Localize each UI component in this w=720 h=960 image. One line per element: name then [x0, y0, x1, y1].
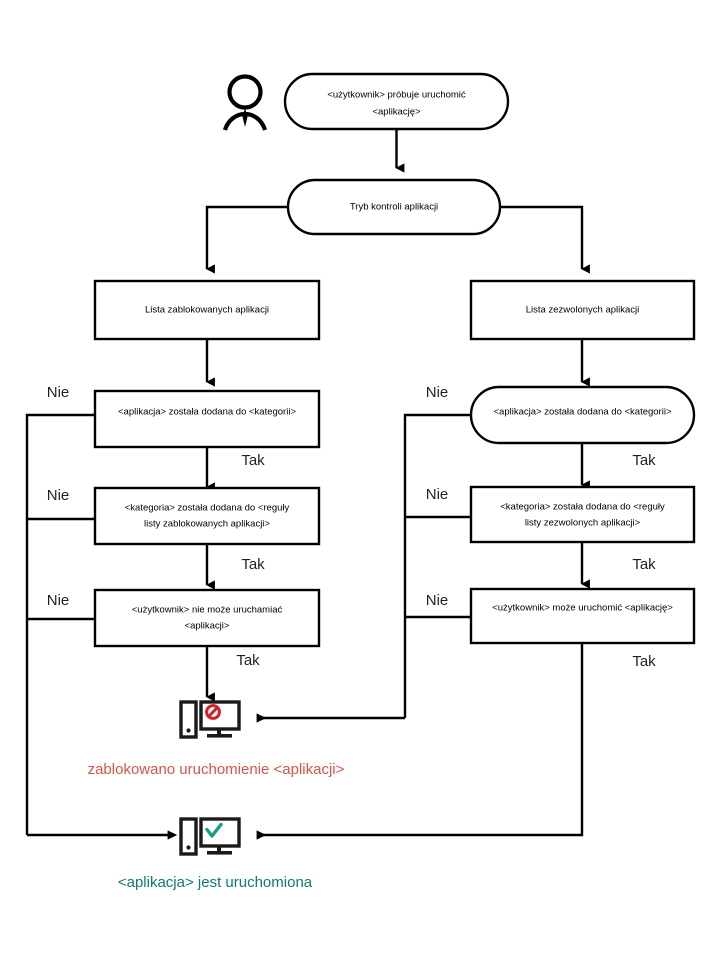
- edge-right-no-1: [403, 413, 471, 718]
- edge-right-yes-3-to-allowed: [256, 643, 584, 840]
- edge-label-right-yes-2: Tak: [632, 556, 656, 573]
- node-allow-user-can-run: <użytkownik> może uruchomić <aplikację>: [469, 587, 696, 645]
- edge-label-right-no-2: Nie: [426, 486, 449, 503]
- monitor-allowed-icon: [179, 817, 241, 856]
- edge-label-right-yes-3: Tak: [632, 653, 656, 670]
- outcome-blocked-text: zablokowano uruchomienie <aplikacji>: [88, 761, 345, 778]
- edge-label-right-no-3: Nie: [426, 592, 449, 609]
- node-mode-label: Tryb kontroli aplikacji: [350, 202, 438, 213]
- edge-mode-to-denylist: [205, 205, 288, 274]
- edge-label-left-no-3: Nie: [47, 592, 70, 609]
- user-actor-icon: [222, 74, 268, 131]
- node-allowlist-label: Lista zezwolonych aplikacji: [526, 305, 640, 316]
- node-start: <użytkownik> próbuje uruchomić <aplikacj…: [283, 72, 510, 131]
- node-start-line-2: <aplikację>: [372, 107, 421, 118]
- node-deny-category-in-rule-line-1: <kategoria> została dodana do <reguły: [125, 503, 290, 514]
- node-deny-app-in-category-label: <aplikacja> została dodana do <kategorii…: [118, 407, 296, 418]
- node-deny-user-cannot-run-line-2: <aplikacji>: [185, 621, 230, 632]
- node-allow-category-in-rule: <kategoria> została dodana do <reguły li…: [469, 485, 696, 544]
- edge-label-left-yes-2: Tak: [241, 556, 265, 573]
- node-allow-user-can-run-label: <użytkownik> może uruchomić <aplikację>: [492, 603, 673, 614]
- node-denylist: Lista zablokowanych aplikacji: [93, 279, 321, 341]
- node-deny-app-in-category: <aplikacja> została dodana do <kategorii…: [93, 389, 321, 449]
- node-mode: Tryb kontroli aplikacji: [286, 178, 502, 236]
- monitor-blocked-icon: [179, 700, 241, 739]
- node-allowlist: Lista zezwolonych aplikacji: [469, 279, 696, 341]
- node-allow-app-in-category-label: <aplikacja> została dodana do <kategorii…: [494, 407, 672, 418]
- node-deny-category-in-rule: <kategoria> została dodana do <reguły li…: [93, 486, 321, 546]
- edge-label-left-no-2: Nie: [47, 487, 70, 504]
- edge-label-right-no-1: Nie: [426, 384, 449, 401]
- node-deny-user-cannot-run: <użytkownik> nie może uruchamiać <aplika…: [93, 588, 321, 648]
- node-allow-app-in-category: <aplikacja> została dodana do <kategorii…: [469, 385, 696, 445]
- edge-label-left-no-1: Nie: [47, 384, 70, 401]
- edge-label-left-yes-1: Tak: [241, 452, 265, 469]
- outcome-allowed-text: <aplikacja> jest uruchomiona: [118, 874, 313, 891]
- edge-label-left-yes-3: Tak: [236, 652, 260, 669]
- node-allow-category-in-rule-line-2: listy zezwolonych aplikacji>: [525, 518, 641, 529]
- node-allow-category-in-rule-line-1: <kategoria> została dodana do <reguły: [500, 502, 665, 513]
- node-deny-user-cannot-run-line-1: <użytkownik> nie może uruchamiać: [132, 605, 283, 616]
- node-deny-category-in-rule-line-2: listy zablokowanych aplikacji>: [144, 519, 270, 530]
- edge-mode-to-allowlist: [500, 205, 590, 274]
- node-start-line-1: <użytkownik> próbuje uruchomić: [327, 90, 466, 101]
- edge-label-right-yes-1: Tak: [632, 452, 656, 469]
- node-denylist-label: Lista zablokowanych aplikacji: [145, 305, 269, 316]
- edge-left-no-1: [25, 413, 95, 835]
